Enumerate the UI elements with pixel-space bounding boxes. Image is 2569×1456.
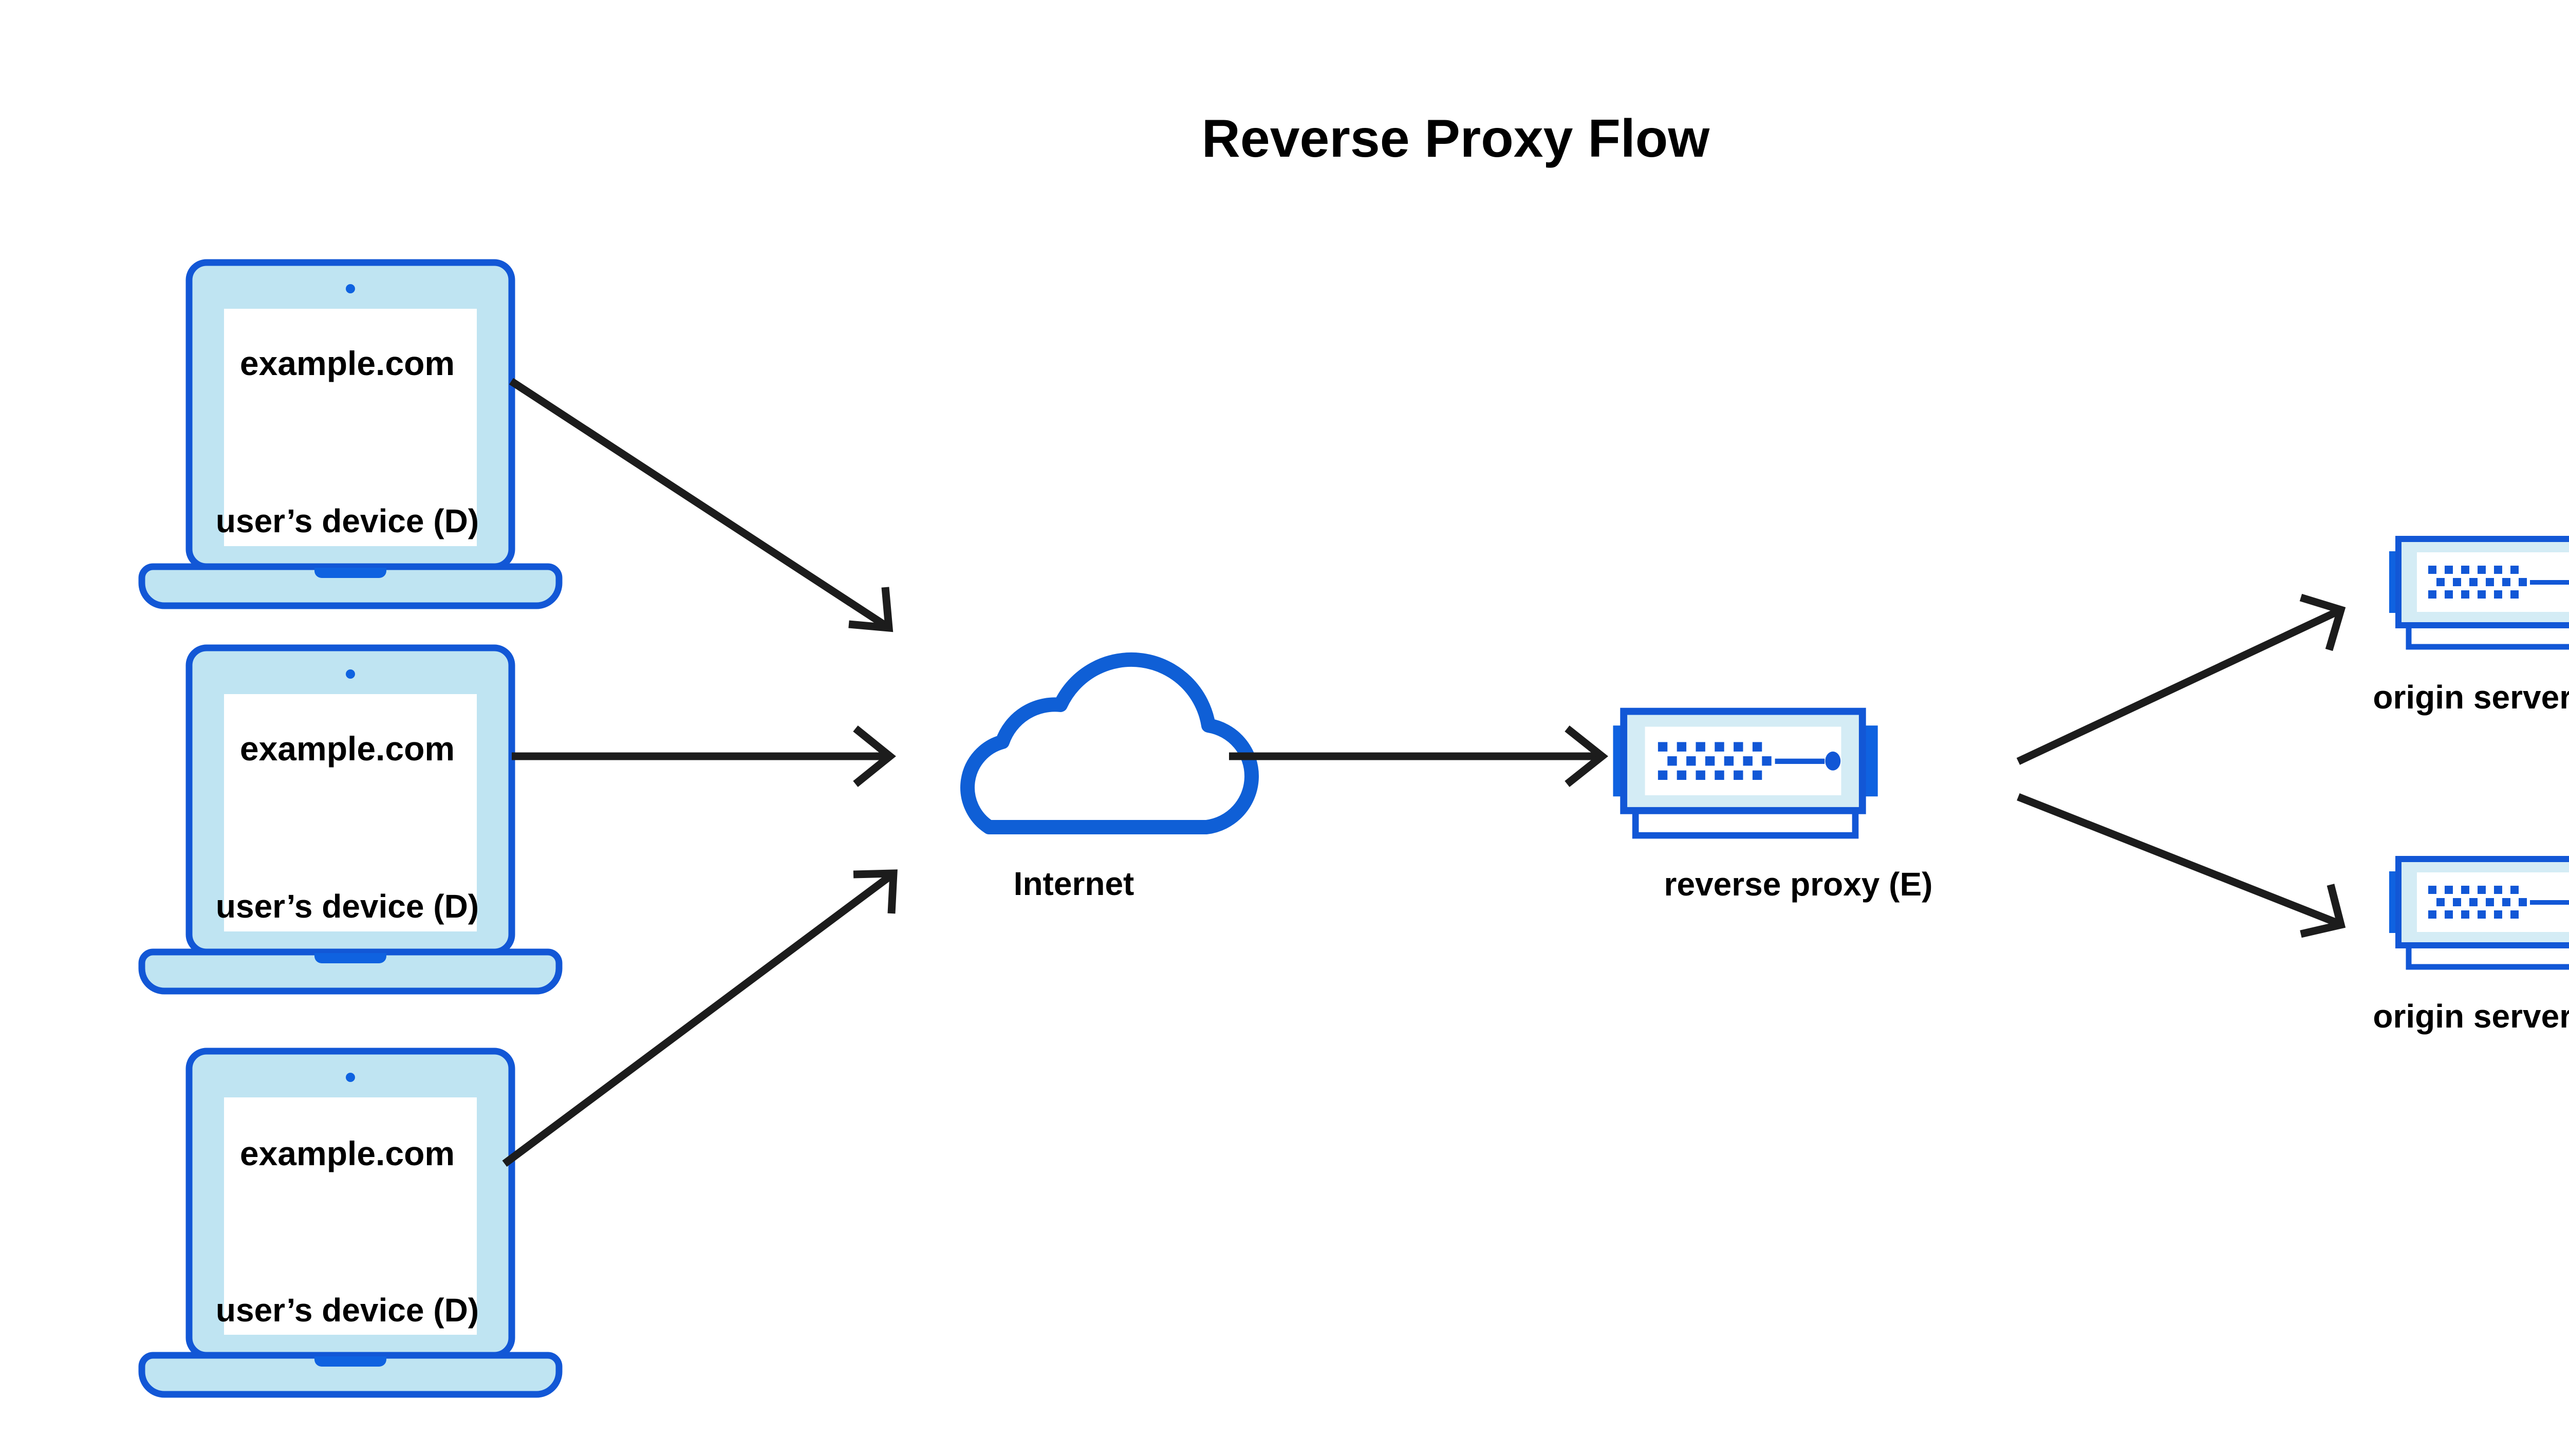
node-device-3[interactable]: example.com user’s device (D) (142, 1051, 559, 1394)
device-2-label: user’s device (D) (216, 888, 479, 925)
origin-1-label: origin server (F) (2373, 679, 2569, 716)
edge-device3-to-internet (502, 869, 898, 1167)
node-origin-2[interactable]: origin server (F) (2373, 859, 2569, 1035)
node-device-2[interactable]: example.com user’s device (D) (142, 648, 559, 991)
node-device-1[interactable]: example.com user’s device (D) (142, 263, 559, 606)
node-internet[interactable]: Internet (967, 660, 1252, 902)
device-3-label: user’s device (D) (216, 1292, 479, 1329)
edge-internet-to-proxy (1229, 725, 1609, 787)
edge-proxy-to-origin2 (2017, 793, 2346, 938)
device-1-screen-text: example.com (240, 344, 455, 382)
edge-device2-to-internet (512, 725, 896, 787)
internet-label: Internet (1014, 865, 1134, 902)
device-3-screen-text: example.com (240, 1134, 455, 1172)
laptop-icon (142, 648, 559, 991)
node-origin-1[interactable]: origin server (F) (2373, 539, 2569, 716)
node-reverse-proxy[interactable]: reverse proxy (E) (1613, 712, 1933, 903)
edge-proxy-to-origin1 (2016, 593, 2346, 765)
page-title: Reverse Proxy Flow (1202, 109, 1710, 169)
device-2-screen-text: example.com (240, 730, 455, 768)
cloud-icon (967, 660, 1252, 827)
device-1-label: user’s device (D) (216, 502, 479, 539)
reverse-proxy-label: reverse proxy (E) (1664, 866, 1933, 903)
edge-device1-to-internet (509, 378, 893, 632)
laptop-icon (142, 263, 559, 606)
server-icon (1613, 712, 1878, 836)
origin-2-label: origin server (F) (2373, 998, 2569, 1035)
edge-group (502, 378, 2346, 1167)
laptop-icon (142, 1051, 559, 1394)
server-icon (2389, 859, 2569, 967)
server-icon (2389, 539, 2569, 647)
